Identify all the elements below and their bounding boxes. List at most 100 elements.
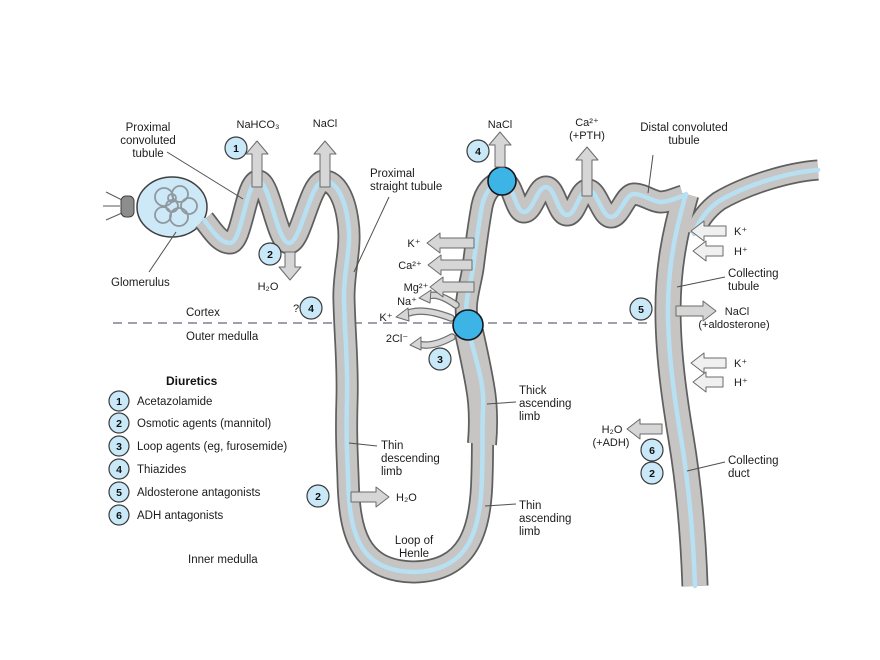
site-marker-1-num: 1 [233, 143, 239, 155]
site-marker-1: 1 [224, 136, 248, 160]
label-h2o-pct: H₂O [258, 281, 279, 293]
label-ca-pth-2: (+PTH) [569, 130, 605, 142]
solute-labels: NaHCO₃ NaCl H₂O NaCl Ca²⁺ (+PTH) K⁺ Ca²⁺… [237, 117, 770, 504]
legend-label-3: Loop agents (eg, furosemide) [137, 441, 287, 453]
legend-badge-4 [108, 458, 130, 480]
second-nephron-branch-fill [685, 161, 819, 238]
legend-num-3: 3 [116, 441, 122, 453]
label-k-tal: K⁺ [407, 238, 420, 250]
label-thin-ascending-3: limb [519, 526, 540, 538]
legend-num-2: 2 [116, 418, 122, 430]
legend-label-2: Osmotic agents (mannitol) [137, 418, 271, 430]
site-marker-4b-num: 4 [308, 303, 314, 315]
label-nacl-ct-2: (+aldosterone) [698, 319, 769, 331]
nkcc2-curved-arrows [395, 289, 460, 351]
label-thin-ascending-2: ascending [519, 513, 571, 525]
label-k-nkcc: K⁺ [379, 312, 392, 324]
label-ca-pth: Ca²⁺ [575, 117, 599, 129]
label-thick-ascending-3: limb [519, 411, 540, 423]
na-arrowhead [418, 289, 432, 304]
site-marker-2-tdl-num: 2 [315, 491, 321, 503]
legend-badge-2 [108, 412, 130, 434]
leader-collecting-duct [686, 461, 726, 472]
legend-num-4: 4 [116, 464, 122, 476]
leader-thin-ascending [484, 503, 517, 507]
legend-item-2: 2 Osmotic agents (mannitol) [108, 412, 271, 434]
label-dct-2: tubule [668, 135, 699, 147]
label-loop-of-henle: Loop of [395, 535, 434, 547]
site-marker-6-num: 6 [649, 445, 655, 457]
capillary-tuft [154, 185, 198, 227]
label-cl-nkcc: 2Cl⁻ [386, 333, 409, 345]
site-marker-4-dct: 4 [466, 139, 490, 163]
legend-num-6: 6 [116, 510, 122, 522]
site-marker-5: 5 [629, 297, 653, 321]
label-h2o-adh: H₂O [602, 424, 623, 436]
label-h2o-tdl: H₂O [396, 492, 417, 504]
label-thick-ascending-2: ascending [519, 398, 571, 410]
legend-num-1: 1 [116, 396, 122, 408]
site-marker-3: 3 [428, 347, 452, 371]
arrow-h2o-pct-down [278, 251, 302, 281]
label-ca-tal: Ca²⁺ [398, 260, 422, 272]
legend-badge-5 [108, 481, 130, 503]
label-nacl-dct: NaCl [488, 119, 512, 131]
arrow-h-ct-upper-left [692, 240, 724, 262]
site-marker-6: 6 [640, 438, 664, 462]
label-pct-2: convoluted [120, 135, 176, 147]
diuretics-legend: Diuretics 1 Acetazolamide 2 Osmotic agen… [108, 374, 287, 526]
site-marker-2-pct-num: 2 [267, 249, 273, 261]
leader-pct [166, 151, 244, 200]
arrow-mg-tal-left [429, 276, 475, 298]
label-h-ct-upper: H⁺ [734, 246, 748, 258]
label-nacl-ct: NaCl [725, 306, 749, 318]
legend-item-1: 1 Acetazolamide [108, 390, 212, 412]
arrow-nacl-pct-up [313, 140, 337, 188]
label-collecting-duct: Collecting [728, 455, 779, 467]
leader-collecting-tubule [676, 276, 726, 288]
leader-dct [647, 154, 654, 194]
arrow-h-ct-lower-left [692, 371, 724, 393]
label-pst: Proximal [370, 168, 415, 180]
site-marker-2-cd-num: 2 [649, 468, 655, 480]
uncertain-question-mark: ? [293, 303, 299, 315]
nkcc2-transporter-site [452, 309, 484, 341]
legend-label-6: ADH antagonists [137, 510, 224, 522]
cl-arrowhead [409, 336, 422, 351]
arrow-h2o-adh-left [626, 418, 663, 440]
label-nahco3: NaHCO₃ [237, 119, 280, 131]
leader-lines [148, 151, 726, 507]
legend-badge-3 [108, 435, 130, 457]
leader-glomerulus [148, 231, 177, 273]
label-pst-2: straight tubule [370, 181, 442, 193]
label-nacl-pct: NaCl [313, 118, 337, 130]
label-thin-ascending: Thin [519, 500, 541, 512]
legend-badge-1 [108, 390, 130, 412]
arrow-k-tal-left [426, 232, 475, 254]
label-pct: Proximal [126, 122, 171, 134]
label-collecting-tubule-2: tubule [728, 281, 759, 293]
label-k-ct-lower: K⁺ [734, 358, 747, 370]
site-marker-2-cd: 2 [640, 461, 664, 485]
legend-item-5: 5 Aldosterone antagonists [108, 481, 261, 503]
label-thin-descending-3: limb [381, 466, 402, 478]
label-inner-medulla: Inner medulla [188, 554, 258, 566]
label-glomerulus: Glomerulus [111, 277, 170, 289]
label-pct-3: tubule [132, 148, 163, 160]
site-marker-4-uncertain: ? 4 [293, 296, 323, 320]
label-collecting-duct-2: duct [728, 468, 751, 480]
branch-lumen [691, 167, 821, 237]
bowmans-capsule [136, 176, 208, 238]
transport-arrows [245, 131, 727, 508]
arrow-nahco3-up [245, 140, 269, 188]
label-h-ct-lower: H⁺ [734, 377, 748, 389]
anatomy-labels: Proximal convoluted tubule Glomerulus Pr… [111, 122, 779, 560]
legend-label-5: Aldosterone antagonists [137, 487, 261, 499]
arrow-k-ct-lower-left [690, 352, 727, 374]
arrow-k-ct-upper-left [690, 220, 727, 242]
label-thin-descending: Thin [381, 440, 403, 452]
region-labels: Cortex Outer medulla Inner medulla [186, 307, 259, 566]
site-marker-2-pct: 2 [258, 242, 282, 266]
